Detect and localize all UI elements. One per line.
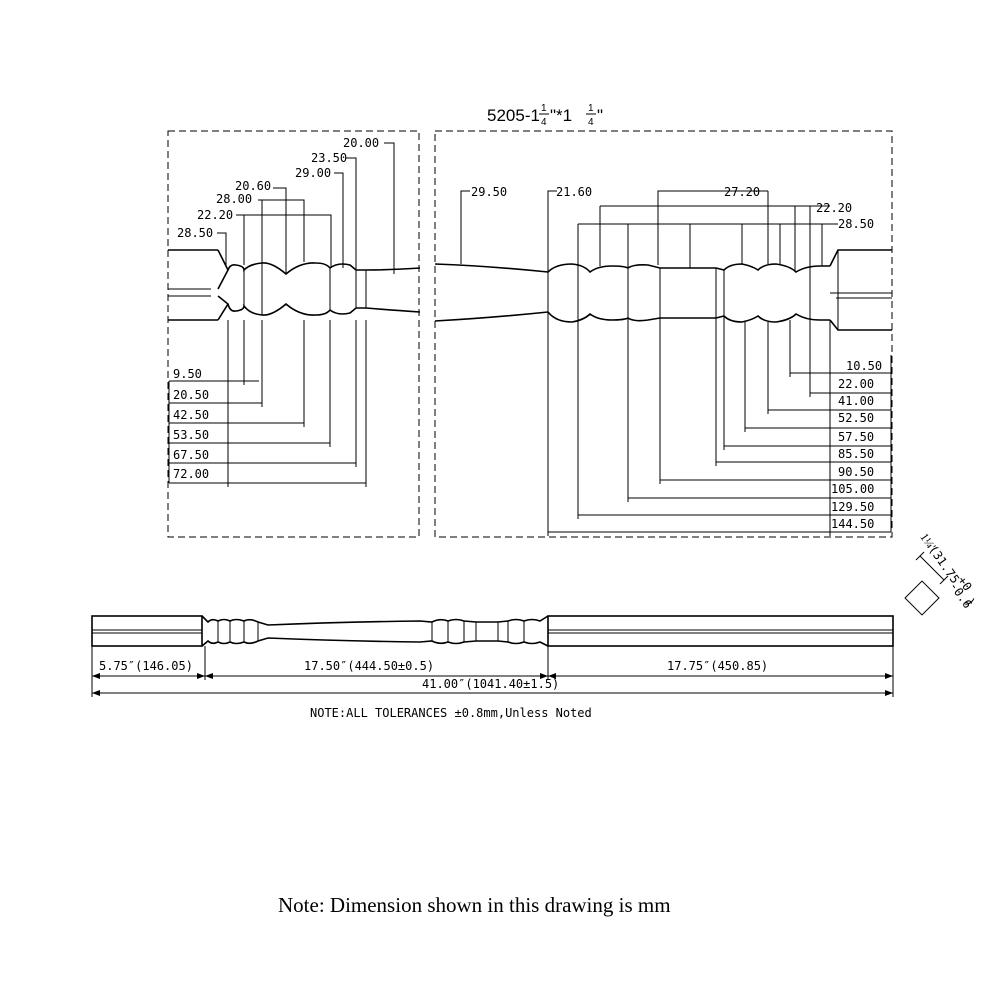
baluster-turned-section [201,615,549,647]
dim-label: 27.20 [724,185,760,199]
dim-label: 23.50 [311,151,347,165]
dim-label: 105.00 [831,482,874,496]
dim-label: 28.50 [177,226,213,240]
full-baluster-view: 5.75″(146.05) 17.50″(444.50±0.5) 17.75″(… [91,615,894,697]
dim-label: 9.50 [173,367,202,381]
left-bottom-labels: 9.50 20.50 42.50 53.50 67.50 72.00 [173,367,209,481]
right-detail-view: 29.50 21.60 27.20 22.20 28.50 [434,130,893,538]
dim-label: 67.50 [173,448,209,462]
dim-label: 41.00 [838,394,874,408]
dim-seg3: 17.75″(450.85) [667,659,768,673]
dim-label: 53.50 [173,428,209,442]
dim-label: 57.50 [838,430,874,444]
right-detail-frame [434,130,893,538]
dim-label: 72.00 [173,467,209,481]
right-bottom-dims [547,312,892,536]
dim-label: 52.50 [838,411,874,425]
dim-label: 90.50 [838,465,874,479]
svg-text:5205-1: 5205-1 [487,106,540,125]
dim-label: 22.20 [197,208,233,222]
square-section [904,580,940,616]
cross-section-symbol: 1¼" (31.75 +0 -0.6 ) [904,530,978,616]
dim-label: 85.50 [838,447,874,461]
dim-total: 41.00″(1041.40±1.5) [422,677,559,691]
dim-label: 28.50 [838,217,874,231]
svg-text:": " [597,106,603,125]
right-top-leaders [460,190,838,272]
dim-label: 20.00 [343,136,379,150]
footer-note: Note: Dimension shown in this drawing is… [278,893,671,917]
dim-label: 144.50 [831,517,874,531]
dim-label: 29.00 [295,166,331,180]
left-square-block [168,249,230,321]
left-bottom-dims [168,320,367,487]
svg-text:4: 4 [588,117,594,128]
right-top-labels: 29.50 21.60 27.20 22.20 28.50 [471,185,874,231]
dim-label: 42.50 [173,408,209,422]
drawing-title: 5205-1 1 4 "*1 1 4 " [487,103,603,128]
dim-label: 22.20 [816,201,852,215]
baluster-left-square [91,615,203,647]
dim-label: 10.50 [846,359,882,373]
baluster-right-square [547,615,894,647]
left-top-labels: 20.00 23.50 29.00 20.60 28.00 22.20 28.5… [177,136,379,240]
left-turned-profile [227,262,421,316]
left-detail-frame [167,130,420,538]
right-bottom-labels: 10.50 22.00 41.00 52.50 57.50 85.50 90.5… [831,359,882,531]
dim-label: 22.00 [838,377,874,391]
svg-text:1: 1 [588,103,594,114]
svg-text:1: 1 [541,103,547,114]
dim-label: 129.50 [831,500,874,514]
left-top-leaders [217,142,395,274]
svg-text:"*1: "*1 [550,106,572,125]
dim-seg2: 17.50″(444.50±0.5) [304,659,434,673]
overall-dimensions [91,646,894,697]
svg-text:+0: +0 [955,574,975,594]
right-turned-profile [434,263,830,323]
dim-label: 21.60 [556,185,592,199]
dim-label: 20.50 [173,388,209,402]
dim-seg1: 5.75″(146.05) [99,659,193,673]
dim-label: 29.50 [471,185,507,199]
svg-text:4: 4 [541,117,547,128]
right-square-block [829,249,892,331]
left-detail-view: 20.00 23.50 29.00 20.60 28.00 22.20 28.5… [167,130,421,538]
tolerance-note: NOTE:ALL TOLERANCES ±0.8mm,Unless Noted [310,706,592,720]
dim-label: 28.00 [216,192,252,206]
dim-label: 20.60 [235,179,271,193]
